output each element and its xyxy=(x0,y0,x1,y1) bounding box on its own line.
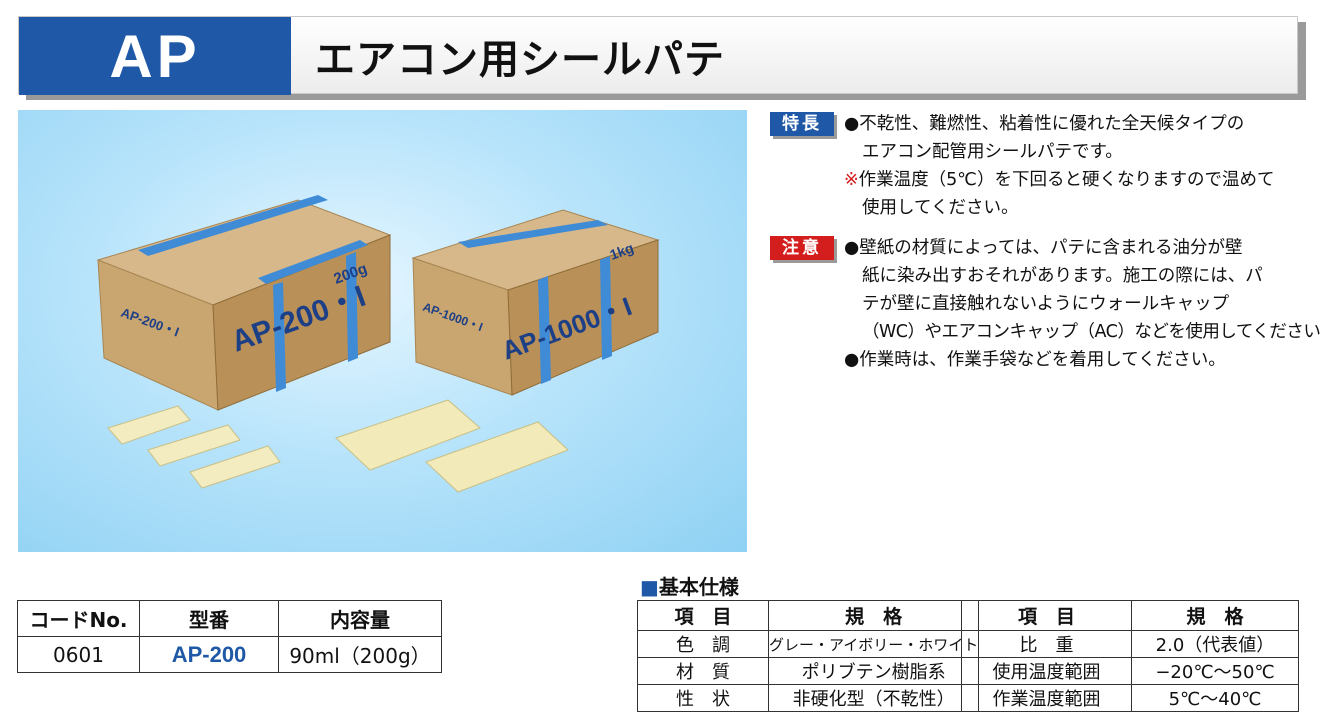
box-ap1000: AP-1000・I AP-1000・I 1kg xyxy=(411,209,660,396)
product-code: AP xyxy=(19,17,291,95)
spec-item: 色 調 xyxy=(637,630,769,658)
header-bar: AP エアコン用シールパテ xyxy=(18,16,1298,95)
spec-item: 性 状 xyxy=(637,684,769,712)
caution-line-5: ●作業時は、作業手袋などを着用してください。 xyxy=(844,350,1226,370)
caution-badge: 注意 xyxy=(770,236,834,260)
caution-line-3: テが壁に直接触れないようにウォールキャップ xyxy=(862,294,1230,314)
spec-item: 比 重 xyxy=(961,630,1132,658)
product-title: エアコン用シールパテ xyxy=(315,37,725,83)
table-row: 使用温度範囲 −20℃〜50℃ xyxy=(961,657,1299,685)
spec-right-standard-header: 規 格 xyxy=(1131,600,1299,631)
box-ap200: AP-200・I AP-200・I 200g xyxy=(96,195,392,411)
table-row: 色 調 グレー・アイボリー・ホワイト xyxy=(637,630,980,658)
spec-value: 2.0（代表値） xyxy=(1131,630,1299,658)
code-table-row: 0601 AP-200 90ml（200g） xyxy=(17,636,442,673)
spec-item: 作業温度範囲 xyxy=(961,684,1132,712)
features-note-text-1: 作業温度（5℃）を下回ると硬くなりますので温めて xyxy=(858,170,1275,190)
box2-top-label: 1kg xyxy=(608,240,636,263)
spec-value: 5℃〜40℃ xyxy=(1131,684,1299,712)
content-header: 内容量 xyxy=(278,600,442,637)
spec-value: −20℃〜50℃ xyxy=(1131,657,1299,685)
note-mark: ※ xyxy=(844,170,859,190)
spec-left-item-header: 項 目 xyxy=(637,600,769,631)
product-illustration: AP-200・I AP-200・I 200g AP-1000・I AP-1000… xyxy=(96,195,660,493)
model-value: AP-200 xyxy=(139,636,279,673)
features-badge: 特長 xyxy=(770,112,834,136)
model-header: 型番 xyxy=(139,600,279,637)
features-line-2: エアコン配管用シールパテです。 xyxy=(862,142,1123,162)
spec-title-mark: ■ xyxy=(640,575,659,599)
code-table: コードNo. 型番 内容量 0601 AP-200 90ml（200g） xyxy=(17,600,442,673)
table-row: 材 質 ポリブテン樹脂系 xyxy=(637,657,980,685)
info-section: 特長 ●不乾性、難燃性、粘着性に優れた全天候タイプの エアコン配管用シールパテで… xyxy=(770,110,1320,384)
code-table-header: コードNo. 型番 内容量 xyxy=(17,600,442,637)
spec-item: 使用温度範囲 xyxy=(961,657,1132,685)
table-row: 比 重 2.0（代表値） xyxy=(961,630,1299,658)
spec-title-text: 基本仕様 xyxy=(658,575,739,599)
putty-packs xyxy=(107,399,569,493)
spec-title: ■基本仕様 xyxy=(640,571,739,600)
table-row: 性 状 非硬化型（不乾性） xyxy=(637,684,980,712)
table-row: 作業温度範囲 5℃〜40℃ xyxy=(961,684,1299,712)
spec-table-right: 項 目 規 格 比 重 2.0（代表値） 使用温度範囲 −20℃〜50℃ 作業温… xyxy=(961,600,1299,712)
caution-line-4: （WC）やエアコンキャップ（AC）などを使用してください。 xyxy=(862,322,1320,342)
spec-right-header: 項 目 規 格 xyxy=(961,600,1299,631)
caution-line-2: 紙に染み出すおそれがあります。施工の際には、パ xyxy=(862,266,1263,286)
spec-value: 非硬化型（不乾性） xyxy=(767,684,980,712)
spec-value: グレー・アイボリー・ホワイト xyxy=(767,630,980,658)
code-header: コードNo. xyxy=(17,600,140,637)
spec-value: ポリブテン樹脂系 xyxy=(767,657,980,685)
features-block: 特長 ●不乾性、難燃性、粘着性に優れた全天候タイプの エアコン配管用シールパテで… xyxy=(770,110,1310,222)
features-line-1: ●不乾性、難燃性、粘着性に優れた全天候タイプの xyxy=(844,114,1245,134)
code-value: 0601 xyxy=(17,636,140,673)
spec-left-header: 項 目 規 格 xyxy=(637,600,980,631)
spec-item: 材 質 xyxy=(637,657,769,685)
features-note-1: ※作業温度（5℃）を下回ると硬くなりますので温めて xyxy=(844,166,1310,194)
spec-left-standard-header: 規 格 xyxy=(767,600,980,631)
spec-table-left: 項 目 規 格 色 調 グレー・アイボリー・ホワイト 材 質 ポリブテン樹脂系 … xyxy=(637,600,980,712)
spec-right-item-header: 項 目 xyxy=(961,600,1132,631)
features-note-2: 使用してください。 xyxy=(862,198,1019,218)
header: AP エアコン用シールパテ xyxy=(18,16,1306,100)
caution-line-1: ●壁紙の材質によっては、パテに含まれる油分が壁 xyxy=(844,238,1243,258)
caution-block: 注意 ●壁紙の材質によっては、パテに含まれる油分が壁 紙に染み出すおそれがありま… xyxy=(770,234,1320,374)
content-value: 90ml（200g） xyxy=(278,636,442,673)
product-photo: AP-200・I AP-200・I 200g AP-1000・I AP-1000… xyxy=(18,110,747,552)
